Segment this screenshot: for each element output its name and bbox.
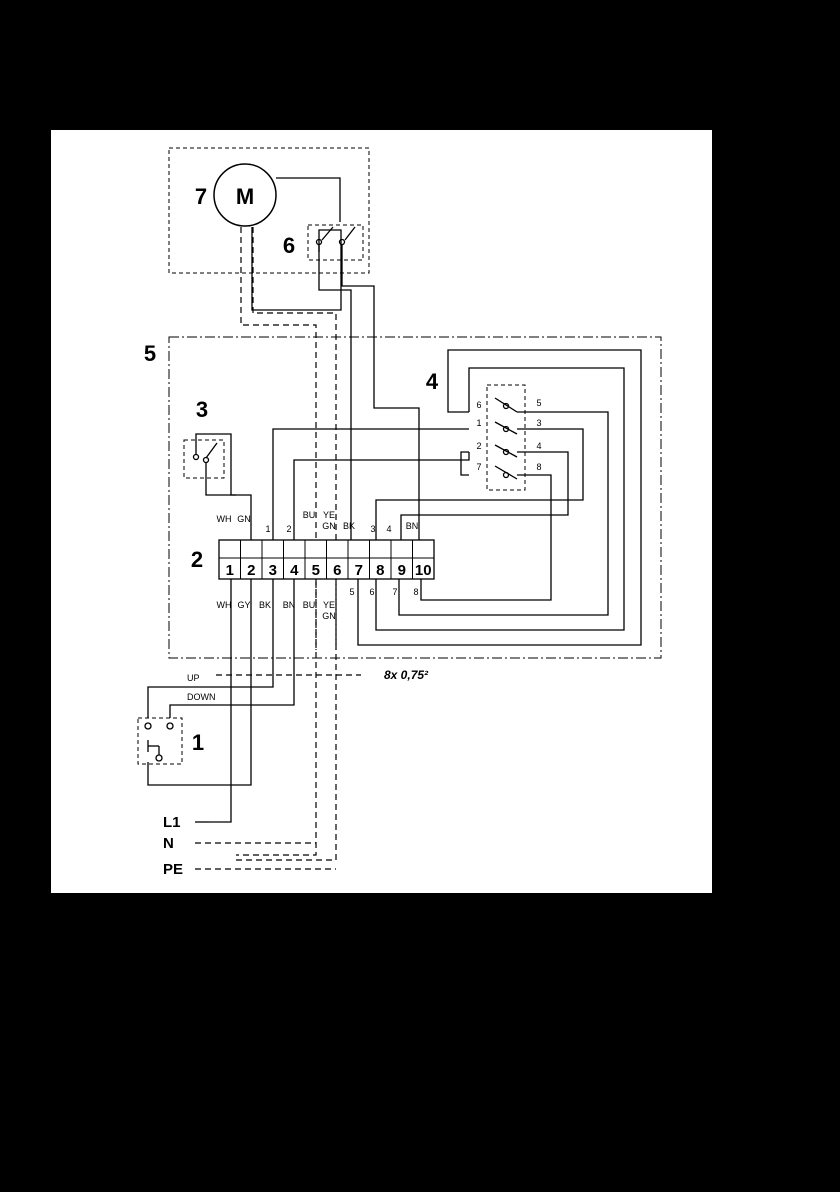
limit-switch-label-2: 2 [476, 441, 481, 451]
terminal-3: 3 [269, 562, 277, 579]
wire-label-top-1: 1 [265, 524, 270, 534]
pushbutton-number: 1 [192, 730, 204, 755]
wire-label-bottom-wh: WH [217, 600, 232, 610]
wire-label-bottom-5: 5 [349, 587, 354, 597]
wire-label-top-wh: WH [217, 514, 232, 524]
wire-label-bottom-bk: BK [259, 600, 271, 610]
button-label-down: DOWN [187, 692, 216, 702]
wire-label-top-bn: BN [406, 521, 419, 531]
limit-switch-label-8: 8 [536, 462, 541, 472]
limit-switch-number: 4 [426, 369, 439, 394]
wire-label-bottom-6: 6 [369, 587, 374, 597]
wiring-diagram: M 7 6 5 4 6 5 1 3 2 4 7 8 [51, 130, 712, 893]
wiring-diagram-sheet: M 7 6 5 4 6 5 1 3 2 4 7 8 [51, 130, 712, 893]
thermal-switch-number: 6 [283, 233, 295, 258]
control-box-number: 5 [144, 341, 156, 366]
wire-label-top-gn2: GN [322, 521, 336, 531]
safety-switch-number: 3 [196, 397, 208, 422]
motor-number: 7 [195, 184, 207, 209]
safety-switch-contact [194, 434, 252, 550]
wire-label-bottom-bu: BU [303, 600, 316, 610]
supply-label-l1: L1 [163, 814, 181, 831]
wire-label-bottom-8: 8 [413, 587, 418, 597]
terminal-block-number: 2 [191, 547, 203, 572]
wire-label-bottom-ye: YE [323, 600, 335, 610]
limit-switch-contacts [495, 398, 517, 479]
pushbutton-contacts [145, 723, 173, 761]
terminal-7: 7 [355, 562, 363, 579]
wire-label-bottom-gn: GN [322, 611, 336, 621]
limit-switch-label-7: 7 [476, 462, 481, 472]
wire-label-top-ye: YE [323, 510, 335, 520]
supply-label-n: N [163, 835, 174, 852]
limit-switch-label-6: 6 [476, 400, 481, 410]
limit-switch-label-1: 1 [476, 418, 481, 428]
terminal-8: 8 [376, 562, 384, 579]
wire-label-top-2: 2 [286, 524, 291, 534]
motor-symbol-label: M [236, 184, 254, 209]
wire-label-bottom-gy: GY [237, 600, 250, 610]
terminal-4: 4 [290, 562, 299, 579]
terminal-9: 9 [398, 562, 406, 579]
terminal-1: 1 [226, 562, 234, 579]
limit-switch-label-5: 5 [536, 398, 541, 408]
terminal-6: 6 [333, 562, 341, 579]
button-label-up: UP [187, 673, 200, 683]
wire-label-top-3: 3 [370, 524, 375, 534]
wire-label-top-bu: BU [303, 510, 316, 520]
terminal-5: 5 [312, 562, 320, 579]
terminal-10: 10 [415, 562, 432, 579]
wire-label-bottom-7: 7 [392, 587, 397, 597]
supply-label-pe: PE [163, 861, 183, 878]
limit-switch-label-4: 4 [536, 441, 541, 451]
thermal-switch-contacts [317, 227, 356, 252]
limit-switch-label-3: 3 [536, 418, 541, 428]
wire-label-top-gn: GN [237, 514, 251, 524]
terminal-2: 2 [247, 562, 255, 579]
limit-switch-box [487, 385, 525, 490]
cable-spec-label: 8x 0,75² [384, 668, 429, 682]
wire-label-top-4: 4 [386, 524, 391, 534]
wire-label-top-bk: BK [343, 521, 355, 531]
